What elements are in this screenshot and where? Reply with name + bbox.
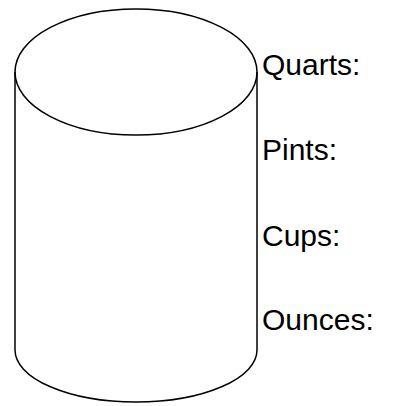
- cylinder-side: [256, 72, 258, 350]
- unit-label: Cups:: [262, 218, 340, 254]
- cylinder-bottom: [15, 350, 257, 402]
- unit-label: Pints:: [262, 132, 337, 168]
- unit-label: Quarts:: [262, 47, 360, 83]
- unit-label: Ounces:: [262, 302, 374, 338]
- cylinder-top: [15, 9, 257, 135]
- cylinder-side: [14, 72, 16, 350]
